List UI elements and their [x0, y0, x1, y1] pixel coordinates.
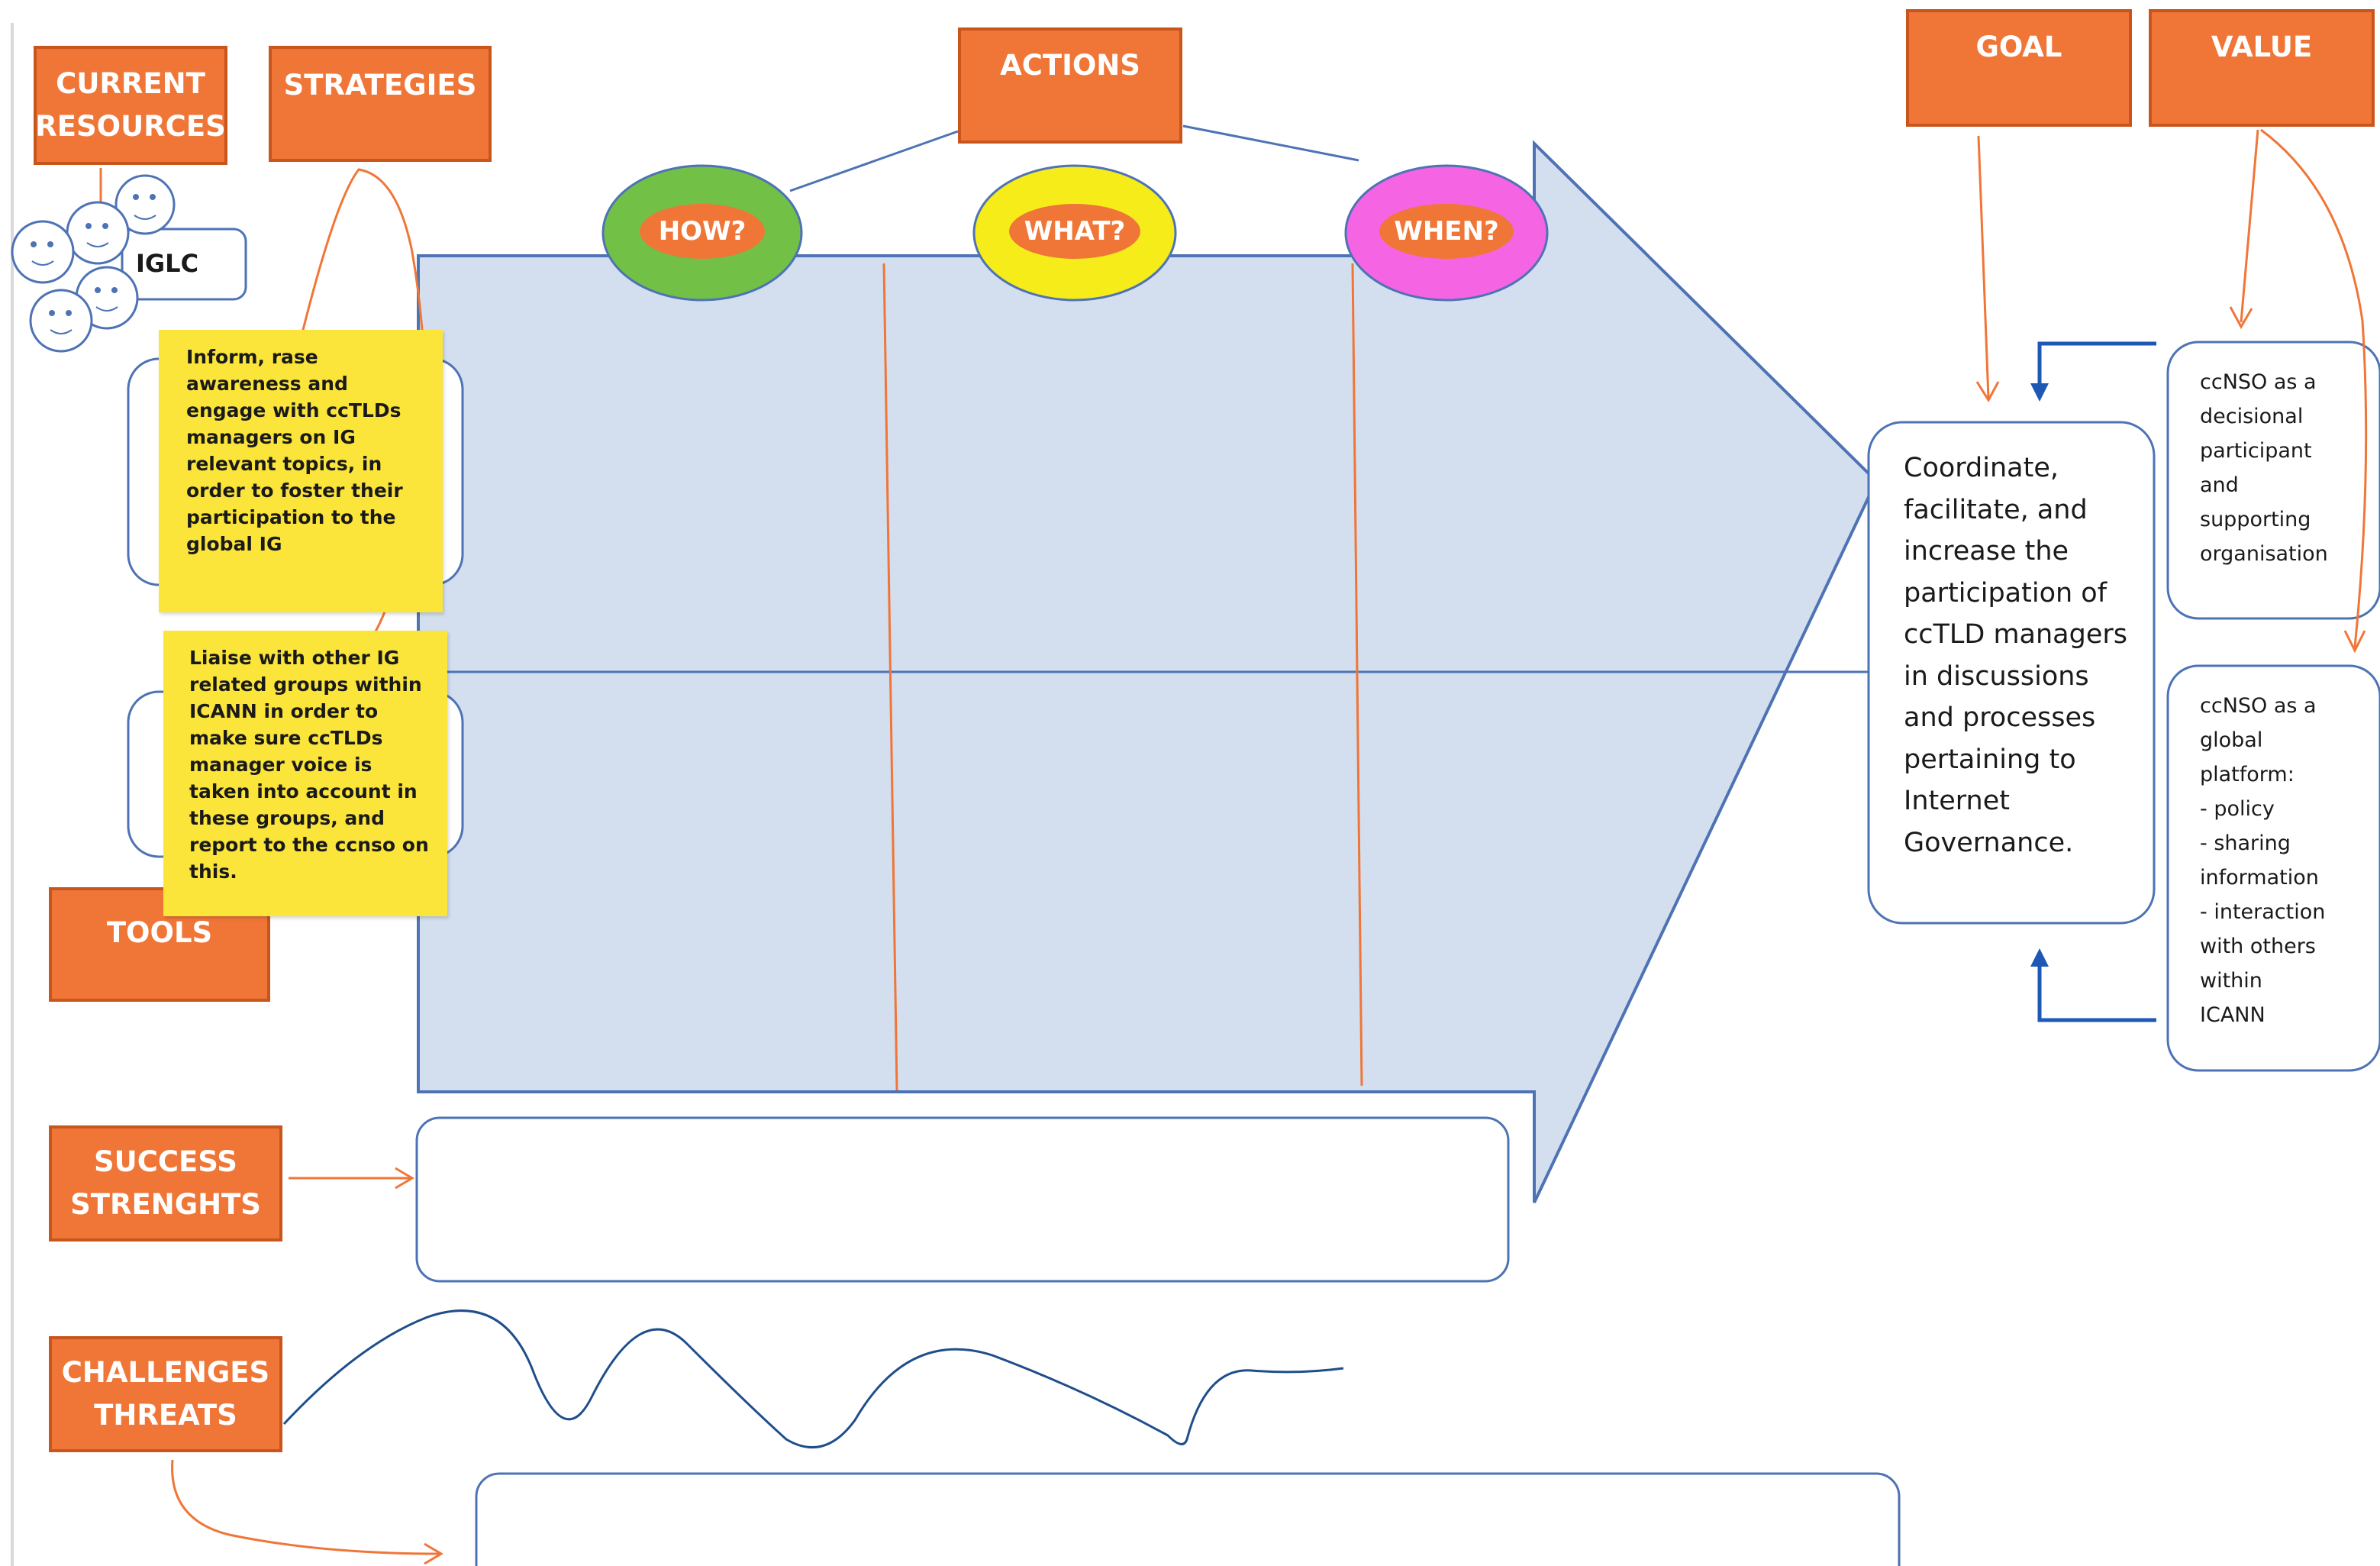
success-box — [415, 1116, 1510, 1283]
goal-down-head — [1975, 381, 2000, 402]
value-text-2: ccNSO as a global platform: - policy - s… — [2200, 694, 2326, 1027]
strategies-label: STRATEGIES — [269, 46, 492, 162]
people-icon — [11, 174, 176, 353]
value-to-goal-arrow-1 — [2037, 341, 2156, 391]
tools-label: TOOLS — [49, 887, 270, 1002]
threats-arrow-head — [424, 1542, 443, 1565]
value-curve — [2260, 128, 2368, 648]
what-label: WHAT? — [1024, 216, 1126, 247]
actions-connector-when — [1182, 124, 1359, 162]
value-box-2 — [2166, 664, 2380, 1072]
value-to-goal-arrow-1-head — [2030, 383, 2049, 402]
value-curve-head — [2343, 630, 2366, 654]
when-ring-inner — [1379, 204, 1514, 259]
people-faces — [31, 194, 156, 334]
arrow-column-divider-1 — [882, 263, 898, 1091]
goal-label: GOAL — [1906, 9, 2132, 127]
how-ring-inner — [640, 204, 765, 259]
arrow-column-divider-2 — [1351, 263, 1363, 1087]
threats-box — [475, 1472, 1901, 1566]
actions-connector-how — [789, 130, 959, 192]
value-to-goal-arrow-2-head — [2030, 948, 2049, 967]
iglc-box — [121, 228, 247, 301]
success-arrow-head — [395, 1167, 414, 1190]
goal-box — [1867, 421, 2156, 925]
value-down-line — [2240, 129, 2259, 323]
strategy-note-2: Liaise with other IG related groups with… — [163, 631, 447, 916]
value-label: VALUE — [2149, 9, 2375, 127]
value-down-head — [2229, 306, 2253, 330]
challenges-threats-label: CHALLENGES THREATS — [49, 1336, 282, 1452]
goal-text: Coordinate, facilitate, and increase the… — [1904, 453, 2127, 858]
success-strengths-label: SUCCESS STRENGHTS — [49, 1125, 282, 1241]
strategy-note-1: Inform, rase awareness and engage with c… — [159, 330, 443, 612]
value-box-1 — [2166, 341, 2380, 620]
what-ring-inner — [1009, 204, 1140, 259]
challenges-wave — [282, 1309, 1344, 1449]
actions-label: ACTIONS — [958, 27, 1182, 144]
goal-down-line — [1977, 135, 1990, 399]
value-to-goal-arrow-2 — [2037, 958, 2156, 1022]
how-label: HOW? — [658, 216, 747, 247]
when-label: WHEN? — [1394, 216, 1499, 247]
threats-arrow-line — [171, 1459, 442, 1555]
value-text-1: ccNSO as a decisional participant and su… — [2200, 370, 2328, 566]
current-resources-label: CURRENT RESOURCES — [34, 46, 227, 165]
iglc-label: IGLC — [136, 249, 199, 278]
